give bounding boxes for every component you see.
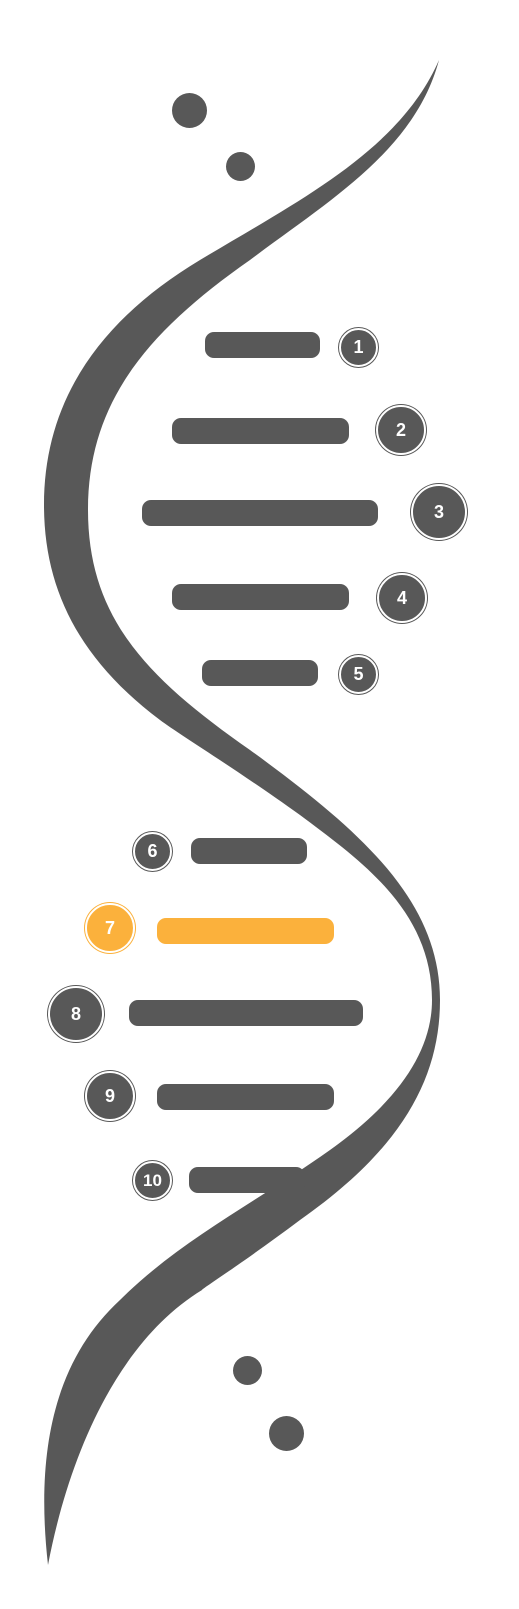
step-bar-6 (191, 838, 307, 864)
decorative-dot (226, 152, 255, 181)
step-bar-9 (157, 1084, 334, 1110)
step-bar-10 (189, 1167, 305, 1193)
step-badge-10: 10 (133, 1161, 172, 1200)
step-badge-7: 7 (85, 903, 135, 953)
decorative-dot (269, 1416, 304, 1451)
step-badge-5: 5 (339, 655, 378, 694)
step-bar-4 (172, 584, 349, 610)
step-bar-8 (129, 1000, 363, 1026)
step-badge-8: 8 (48, 986, 104, 1042)
step-bar-7 (157, 918, 334, 944)
step-badge-3: 3 (411, 484, 467, 540)
step-badge-1: 1 (339, 328, 378, 367)
helix-strand-upper (44, 60, 440, 1565)
step-badge-6: 6 (133, 832, 172, 871)
decorative-dot (233, 1356, 262, 1385)
step-badge-2: 2 (376, 405, 426, 455)
step-bar-1 (205, 332, 320, 358)
step-bar-5 (202, 660, 318, 686)
step-bar-3 (142, 500, 378, 526)
step-bar-2 (172, 418, 349, 444)
step-badge-9: 9 (85, 1071, 135, 1121)
step-badge-4: 4 (377, 573, 427, 623)
decorative-dot (172, 93, 207, 128)
